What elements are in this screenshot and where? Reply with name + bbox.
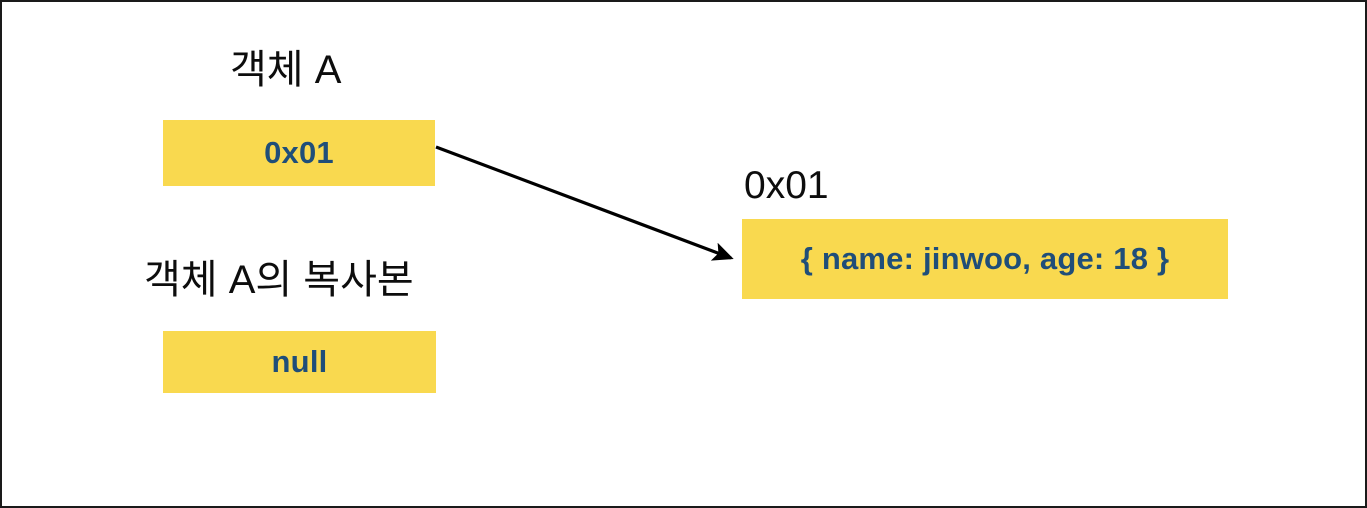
box-heap-object-value: { name: jinwoo, age: 18 } (800, 241, 1170, 276)
reference-arrow-line (435, 145, 734, 261)
box-object-a-copy-value: null (163, 331, 436, 393)
label-heap-address: 0x01 (744, 164, 829, 207)
label-object-a: 객체 A (230, 48, 342, 92)
box-object-a-pointer-value: 0x01 (264, 135, 334, 170)
box-object-a-pointer: 0x01 (163, 120, 435, 186)
label-object-a-copy: 객체 A의 복사본 (144, 258, 414, 302)
box-heap-object: { name: jinwoo, age: 18 } (742, 219, 1228, 299)
box-object-a-copy-value-text: null (271, 344, 328, 379)
